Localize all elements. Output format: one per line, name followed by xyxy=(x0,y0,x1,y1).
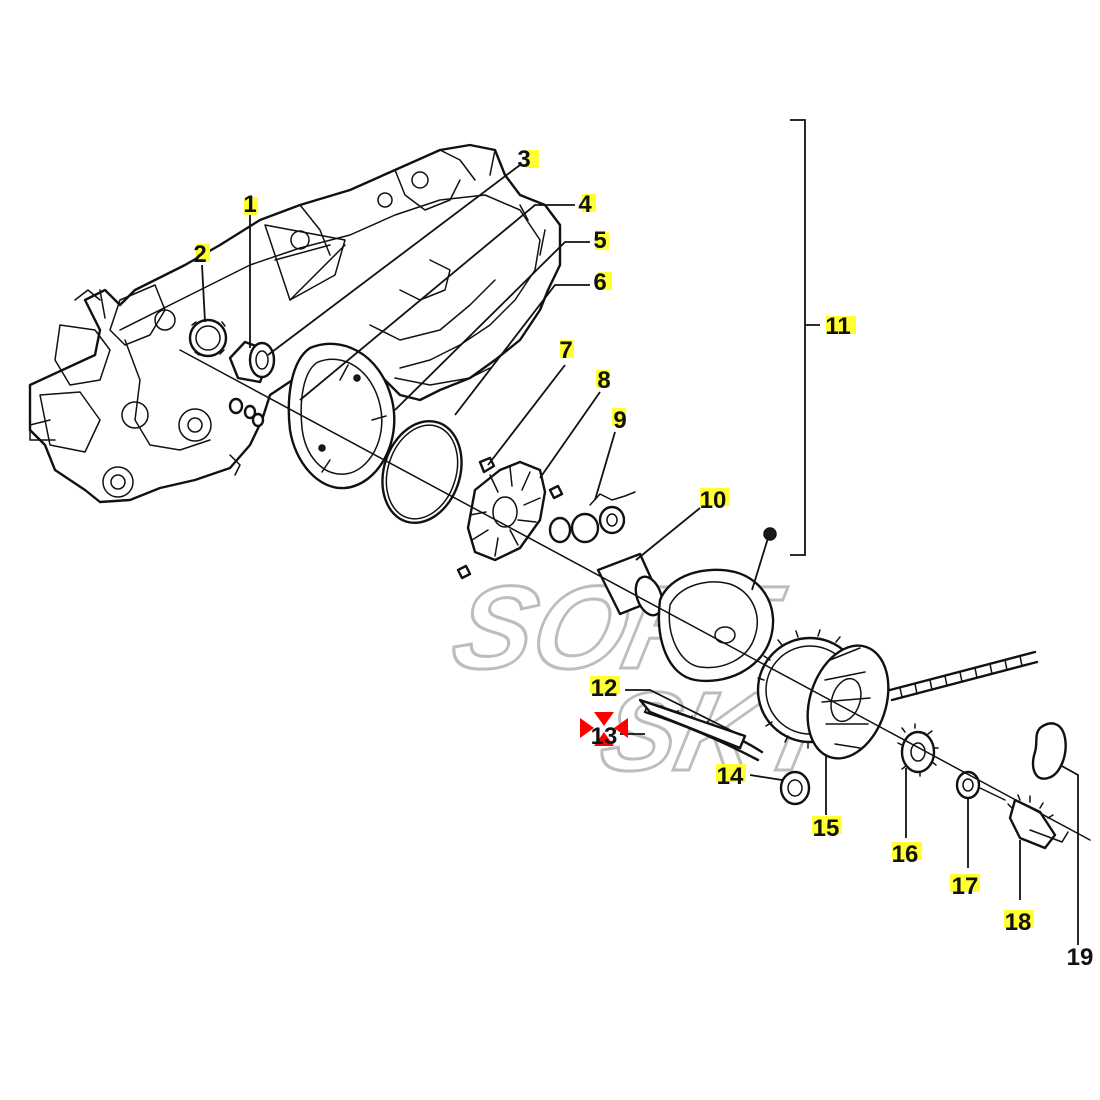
callout-14: 14 xyxy=(717,763,744,790)
callout-1-highlight xyxy=(244,197,258,215)
callout-6-highlight xyxy=(598,272,612,290)
axis-line xyxy=(179,349,1091,841)
callout-15-highlight xyxy=(812,816,842,834)
part-12-belt xyxy=(638,698,764,762)
variator-pulley xyxy=(657,527,777,683)
callout-12-highlight xyxy=(590,676,620,694)
callout-2-highlight xyxy=(196,244,210,262)
callout-17-highlight xyxy=(950,874,980,892)
callout-3-highlight xyxy=(525,150,539,168)
part-9-rollers xyxy=(548,491,636,544)
callout-11: 11 xyxy=(825,313,850,340)
callout-16: 16 xyxy=(892,841,919,868)
part-2-gear xyxy=(188,318,228,358)
callout-2: 2 xyxy=(193,241,206,268)
callout-13-marker xyxy=(580,712,628,746)
callout-5: 5 xyxy=(593,227,606,254)
part-16-gear xyxy=(897,723,939,777)
callout-5-highlight xyxy=(595,232,609,250)
part-14-seal xyxy=(779,770,811,806)
callout-11-highlight xyxy=(826,316,856,334)
callout-16-highlight xyxy=(892,842,922,860)
callout-8-highlight xyxy=(596,370,610,388)
callout-10: 10 xyxy=(700,487,727,514)
callout-9-highlight xyxy=(612,408,626,426)
part-1-bearing xyxy=(228,340,276,384)
bracket-11 xyxy=(790,119,820,556)
small-fasteners xyxy=(228,397,265,428)
callout-4-highlight xyxy=(582,194,596,212)
part-7-slider xyxy=(456,456,564,580)
callout-19: 19 xyxy=(1067,944,1094,971)
callout-4: 4 xyxy=(578,191,592,218)
callout-9: 9 xyxy=(613,407,626,434)
toothed-belt xyxy=(888,650,1039,702)
part-17-bushing xyxy=(955,770,1006,801)
callout-7: 7 xyxy=(559,337,572,364)
callout-13: 13 xyxy=(591,723,618,750)
callout-17: 17 xyxy=(952,873,979,900)
leader-lines xyxy=(201,164,1079,945)
callouts: 1 2 3 4 5 6 7 8 9 10 11 12 13 14 xyxy=(193,146,1093,971)
part-18-pinion xyxy=(1007,794,1069,850)
part-19-gasket xyxy=(1031,722,1067,780)
callout-18-highlight xyxy=(1004,910,1034,928)
callout-6: 6 xyxy=(593,269,606,296)
callout-3: 3 xyxy=(517,146,530,173)
callout-1: 1 xyxy=(243,191,256,218)
callout-18: 18 xyxy=(1005,909,1032,936)
callout-14-highlight xyxy=(716,764,746,782)
callout-8: 8 xyxy=(597,367,610,394)
callout-10-highlight xyxy=(700,488,730,506)
callout-7-highlight xyxy=(560,340,574,358)
callout-12: 12 xyxy=(591,675,618,702)
callout-15: 15 xyxy=(813,815,840,842)
